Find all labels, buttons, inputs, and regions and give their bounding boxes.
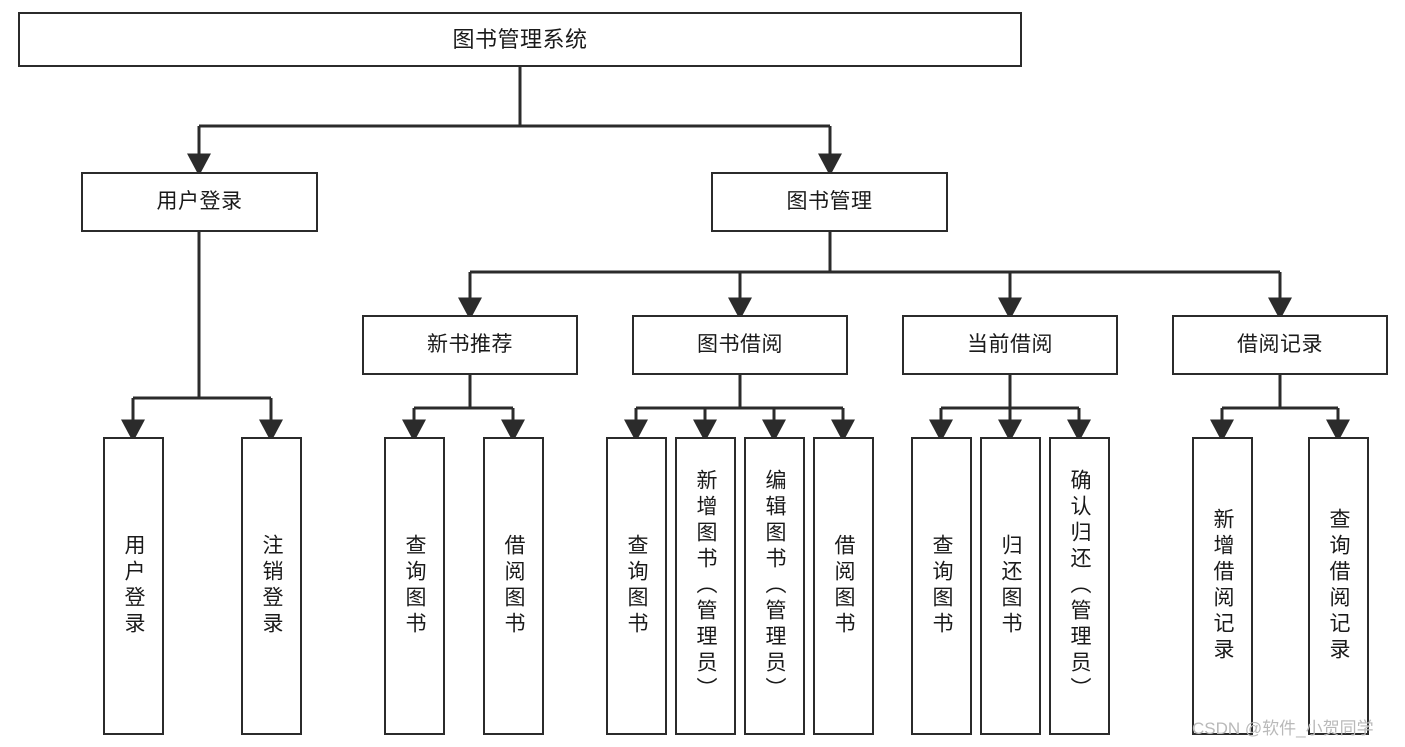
node-label: 新书推荐: [427, 332, 513, 356]
node-label: 查询借阅记录: [1327, 508, 1350, 664]
node-label: 借阅图书: [502, 534, 525, 638]
node-book-management[interactable]: 图书管理: [711, 172, 948, 232]
leaf-borrow-book-recommendation[interactable]: 借阅图书: [483, 437, 544, 735]
leaf-query-book-borrowing[interactable]: 查询图书: [606, 437, 667, 735]
node-user-login[interactable]: 用户登录: [81, 172, 318, 232]
leaf-confirm-return-admin[interactable]: 确认归还（管理员）: [1049, 437, 1110, 735]
node-borrowing-records[interactable]: 借阅记录: [1172, 315, 1388, 375]
leaf-return-book[interactable]: 归还图书: [980, 437, 1041, 735]
leaf-user-login[interactable]: 用户登录: [103, 437, 164, 735]
node-label: 注销登录: [260, 534, 283, 638]
node-label: 查询图书: [625, 534, 648, 638]
leaf-query-book-current[interactable]: 查询图书: [911, 437, 972, 735]
leaf-edit-book-admin[interactable]: 编辑图书（管理员）: [744, 437, 805, 735]
node-label: 当前借阅: [967, 332, 1053, 356]
node-label: 图书借阅: [697, 332, 783, 356]
node-label: 新增借阅记录: [1211, 508, 1234, 664]
watermark-text: CSDN @软件_小贺同学: [1192, 719, 1374, 738]
node-label: 编辑图书（管理员）: [763, 469, 786, 703]
leaf-add-book-admin[interactable]: 新增图书（管理员）: [675, 437, 736, 735]
node-book-borrowing[interactable]: 图书借阅: [632, 315, 848, 375]
leaf-add-borrowing-record[interactable]: 新增借阅记录: [1192, 437, 1253, 735]
node-label: 查询图书: [930, 534, 953, 638]
leaf-logout[interactable]: 注销登录: [241, 437, 302, 735]
node-root-book-management-system[interactable]: 图书管理系统: [18, 12, 1022, 67]
node-label: 查询图书: [403, 534, 426, 638]
node-label: 确认归还（管理员）: [1068, 469, 1091, 703]
leaf-borrow-book-borrowing[interactable]: 借阅图书: [813, 437, 874, 735]
leaf-query-borrowing-record[interactable]: 查询借阅记录: [1308, 437, 1369, 735]
node-label: 新增图书（管理员）: [694, 469, 717, 703]
node-label: 图书管理系统: [452, 26, 588, 52]
node-label: 借阅记录: [1237, 332, 1323, 356]
node-label: 用户登录: [156, 189, 243, 213]
node-label: 图书管理: [786, 189, 873, 213]
node-current-borrowing[interactable]: 当前借阅: [902, 315, 1118, 375]
node-label: 用户登录: [122, 534, 145, 638]
node-label: 借阅图书: [832, 534, 855, 638]
node-new-book-recommendation[interactable]: 新书推荐: [362, 315, 578, 375]
leaf-query-book-recommendation[interactable]: 查询图书: [384, 437, 445, 735]
node-label: 归还图书: [999, 534, 1022, 638]
